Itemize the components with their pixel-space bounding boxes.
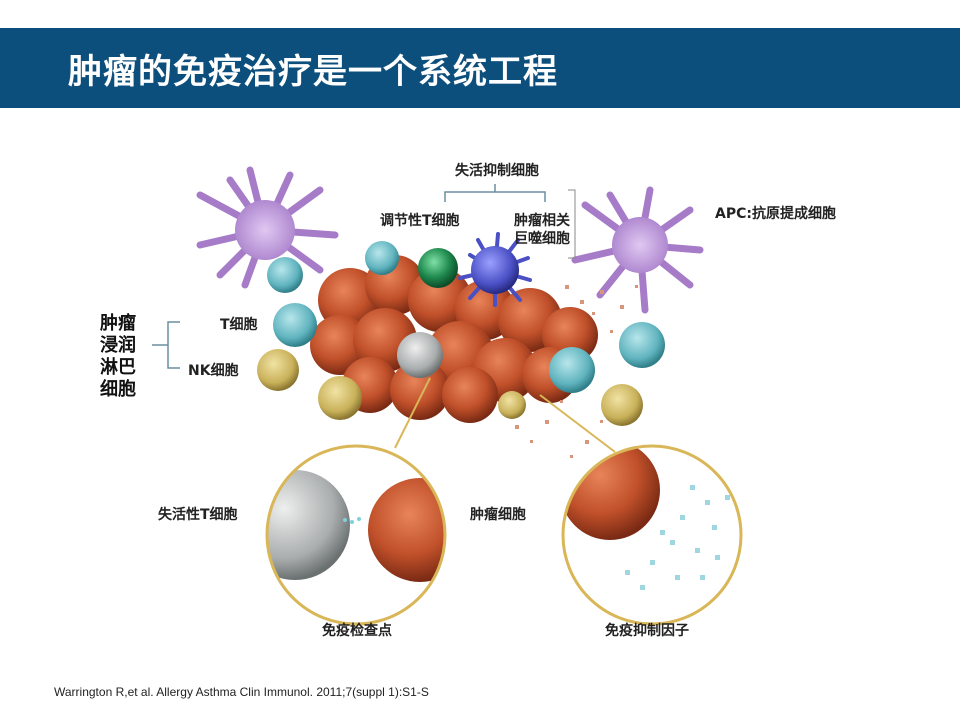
- t-cell-4: [549, 347, 595, 393]
- dendritic-cell-right: [571, 186, 704, 314]
- treg-cell: [418, 248, 458, 288]
- t-cell-2: [273, 303, 317, 347]
- t-cell-5: [619, 322, 665, 368]
- label-t-cell: T细胞: [220, 317, 258, 333]
- bracket-suppressor: [444, 184, 546, 202]
- label-til-line4: 细胞: [100, 379, 136, 400]
- label-suppressor-cells: 失活抑制细胞: [455, 163, 539, 179]
- zoom-circle-suppressive-factor: [561, 444, 743, 626]
- t-cell-3: [365, 241, 399, 275]
- label-apc: APC:抗原提成细胞: [715, 206, 836, 222]
- nk-cell-1: [257, 349, 299, 391]
- page-title: 肿瘤的免疫治疗是一个系统工程: [68, 52, 558, 92]
- bracket-apc: [568, 189, 576, 259]
- t-cell-1: [267, 257, 303, 293]
- nk-cell-2: [318, 376, 362, 420]
- label-suppressive-factor: 免疫抑制因子: [605, 623, 689, 639]
- nk-cell-4: [498, 391, 526, 419]
- bracket-til: [152, 321, 180, 369]
- label-tam-line2: 巨噬细胞: [514, 231, 570, 247]
- zoom-connector-lines: [394, 377, 616, 453]
- macrophage-cell: [458, 232, 532, 307]
- label-checkpoint: 免疫检查点: [322, 623, 392, 639]
- label-til-line3: 淋巴: [100, 357, 136, 378]
- label-til-line1: 肿瘤: [100, 313, 136, 334]
- label-nk-cell: NK细胞: [188, 363, 239, 379]
- citation: Warrington R,et al. Allergy Asthma Clin …: [54, 685, 429, 699]
- inactive-t-cell: [397, 332, 443, 378]
- label-treg: 调节性T细胞: [380, 213, 460, 229]
- nk-cell-3: [601, 384, 643, 426]
- dendritic-cell-left: [196, 166, 339, 289]
- label-til-line2: 浸润: [100, 335, 136, 356]
- label-inactive-t: 失活性T细胞: [158, 507, 238, 523]
- title-bar: 肿瘤的免疫治疗是一个系统工程: [0, 28, 960, 108]
- label-tumor-cell: 肿瘤细胞: [470, 507, 526, 523]
- label-tam-line1: 肿瘤相关: [514, 213, 570, 229]
- zoom-circle-checkpoint: [265, 444, 447, 626]
